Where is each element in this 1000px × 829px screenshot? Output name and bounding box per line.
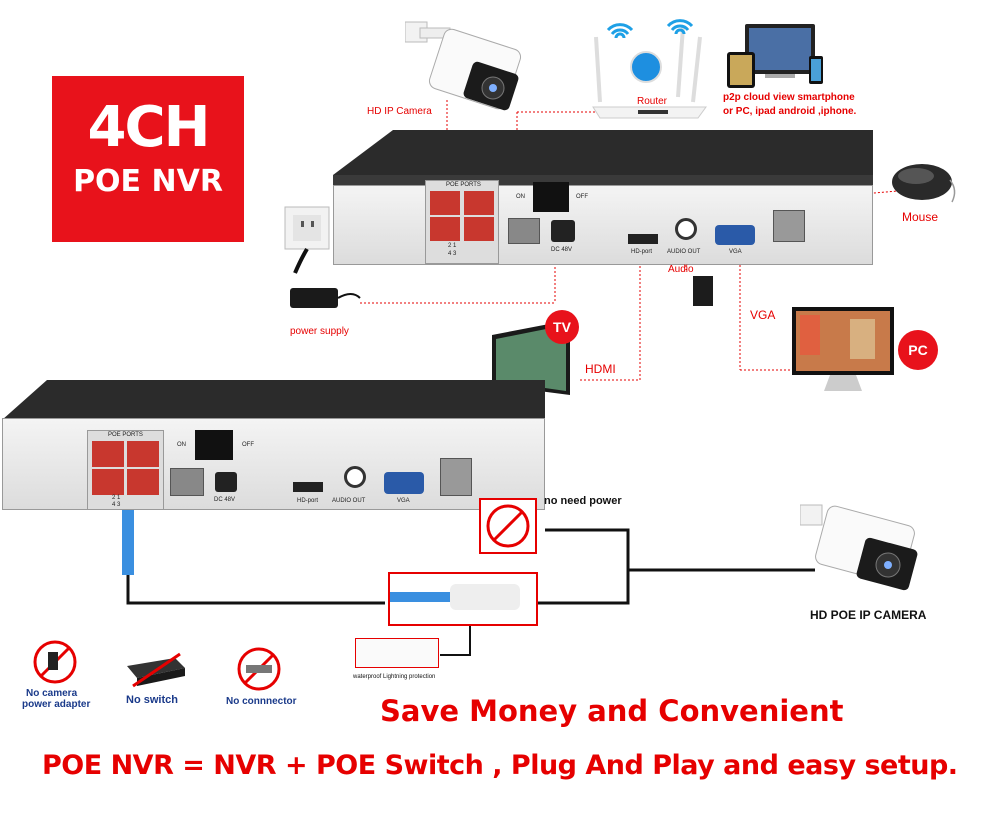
nvr-top-audio-port[interactable] xyxy=(675,218,697,240)
nvr-bottom-off-label: OFF xyxy=(242,442,254,448)
nvr-top-dc-jack[interactable] xyxy=(551,220,575,242)
poe-port-nums-bottom: 4 3 xyxy=(448,251,457,257)
no-need-power-icon xyxy=(478,497,538,555)
nvr-top-usb-ports[interactable] xyxy=(773,210,805,242)
nvr-top-on-label: ON xyxy=(516,194,525,200)
audio-label: Audio xyxy=(668,264,694,275)
hd-ip-camera-icon xyxy=(405,21,522,111)
nvr-bottom-power-switch[interactable] xyxy=(195,430,233,460)
hd-ip-camera-label: HD IP Camera xyxy=(367,106,432,117)
headline-save-money: Save Money and Convenient xyxy=(380,694,844,728)
product-badge: 4CH POE NVR xyxy=(52,76,244,242)
devices-icon xyxy=(727,24,823,88)
wall-socket-icon xyxy=(284,206,330,274)
no-connector-icon xyxy=(232,645,286,693)
poe-port-2[interactable] xyxy=(464,191,494,215)
nvr-bottom-vga-port[interactable] xyxy=(384,472,424,494)
power-supply-icon xyxy=(290,288,361,308)
connector-box xyxy=(388,572,538,626)
nvr-bottom-poe-ports: POE PORTS 2 1 4 3 xyxy=(87,430,164,510)
waterproof-label: waterproof Lightning protection xyxy=(353,674,436,680)
nvr-top: POE PORTS 2 1 4 3 ON OFF DC 48V HD-port … xyxy=(333,130,873,265)
nvr-bottom-usb-ports[interactable] xyxy=(440,458,472,496)
waterproof-connector-icon xyxy=(450,584,520,610)
headline-poe-formula: POE NVR = NVR + POE Switch , Plug And Pl… xyxy=(42,750,958,781)
nvr-bottom-poe-label: POE PORTS xyxy=(108,432,143,438)
poe-port-nums-top: 2 1 xyxy=(448,243,457,249)
poe-port-3b[interactable] xyxy=(92,469,124,495)
poe-port-4b[interactable] xyxy=(127,469,159,495)
nvr-top-vga-port[interactable] xyxy=(715,225,755,245)
poe-port-nums-top-b: 2 1 xyxy=(112,495,121,501)
no-adapter-label-1: No camera xyxy=(26,688,78,699)
poe-port-3[interactable] xyxy=(430,217,460,241)
poe-port-1[interactable] xyxy=(430,191,460,215)
nvr-bottom-on-label: ON xyxy=(177,442,186,448)
poe-port-nums-bottom-b: 4 3 xyxy=(112,502,121,508)
nvr-top-dc-label: DC 48V xyxy=(551,247,573,253)
pc-badge: PC xyxy=(898,330,938,370)
mouse-icon xyxy=(892,164,956,203)
nvr-bottom: POE PORTS 2 1 4 3 ON OFF DC 48V HD-port … xyxy=(2,380,545,510)
nvr-top-poe-ports: POE PORTS 2 1 4 3 xyxy=(425,180,499,264)
nvr-top-hd-port-label: HD-port xyxy=(631,249,653,255)
nvr-top-lan-port[interactable] xyxy=(508,218,540,244)
no-adapter-icon xyxy=(28,638,82,686)
router-icon xyxy=(592,19,707,119)
nvr-top-off-label: OFF xyxy=(576,194,588,200)
nvr-top-power-switch[interactable] xyxy=(533,182,569,212)
no-adapter-label-2: power adapter xyxy=(22,699,91,710)
tv-badge: TV xyxy=(545,310,579,344)
no-need-power-label: no need power xyxy=(544,495,622,507)
no-connector-label: No connnector xyxy=(226,696,297,707)
nvr-top-poe-label: POE PORTS xyxy=(446,182,481,188)
no-switch-label: No switch xyxy=(126,694,178,706)
router-label: Router xyxy=(637,96,668,107)
hdmi-label: HDMI xyxy=(585,362,616,376)
hd-poe-camera-label: HD POE IP CAMERA xyxy=(810,608,927,622)
speaker-icon xyxy=(693,276,713,306)
nvr-bottom-audio-port[interactable] xyxy=(344,466,366,488)
poe-port-4[interactable] xyxy=(464,217,494,241)
badge-title: 4CH xyxy=(87,95,211,160)
rj45-plug-icon xyxy=(122,510,134,575)
nvr-bottom-lan-port[interactable] xyxy=(170,468,204,496)
nvr-bottom-audio-out-label: AUDIO OUT xyxy=(332,498,366,504)
nvr-bottom-dc-label: DC 48V xyxy=(214,497,236,503)
nvr-top-hdmi-port[interactable] xyxy=(628,234,658,244)
p2p-label-line2: or PC, ipad android ,iphone. xyxy=(723,106,857,117)
nvr-top-audio-out-label: AUDIO OUT xyxy=(667,249,701,255)
badge-subtitle: POE NVR xyxy=(73,164,223,199)
mouse-label: Mouse xyxy=(902,210,939,224)
nvr-top-lid xyxy=(333,130,873,188)
blue-cable-icon xyxy=(390,592,450,602)
nvr-bottom-vga-label: VGA xyxy=(397,498,410,504)
poe-port-1b[interactable] xyxy=(92,441,124,467)
nvr-bottom-hdmi-port[interactable] xyxy=(293,482,323,492)
small-connector-icon xyxy=(355,638,439,668)
no-switch-icon xyxy=(125,650,187,690)
poe-port-2b[interactable] xyxy=(127,441,159,467)
nvr-top-vga-label: VGA xyxy=(729,249,742,255)
nvr-bottom-dc-jack[interactable] xyxy=(215,472,237,492)
nvr-bottom-lid xyxy=(2,380,545,420)
power-supply-label: power supply xyxy=(290,326,349,337)
p2p-label-line1: p2p cloud view smartphone xyxy=(723,92,855,103)
hd-poe-camera-icon xyxy=(800,504,918,591)
vga-label: VGA xyxy=(750,308,776,322)
pc-monitor-icon xyxy=(792,307,894,391)
nvr-bottom-hd-port-label: HD-port xyxy=(297,498,319,504)
